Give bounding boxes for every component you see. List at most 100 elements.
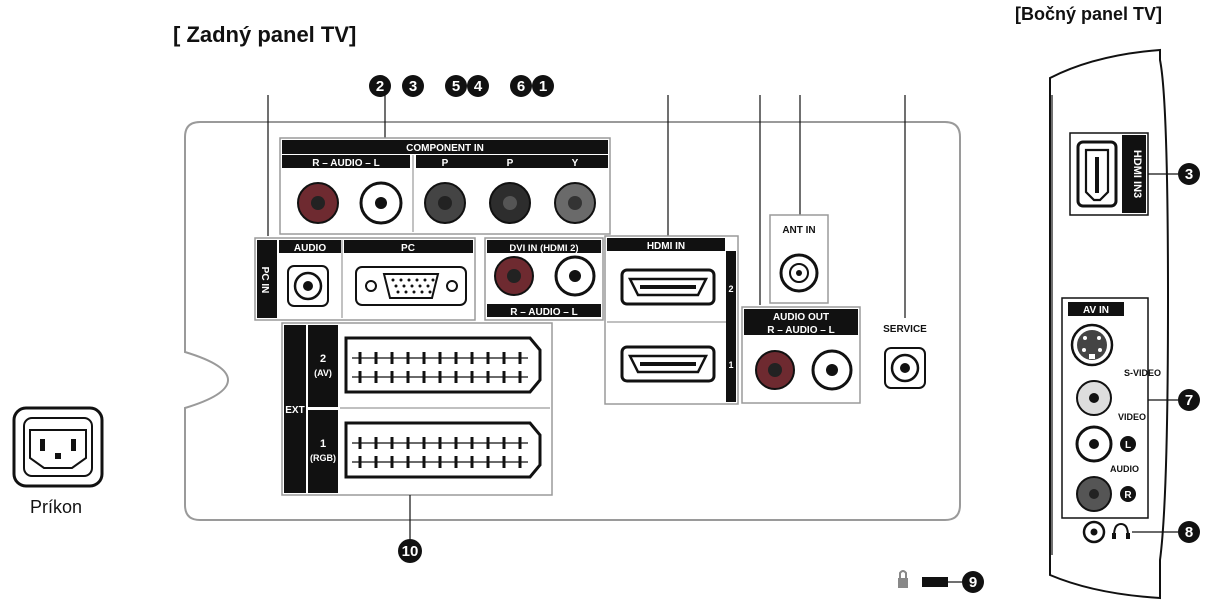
svg-text:R: R [1124,490,1132,501]
dvi-audio-r-jack[interactable] [494,256,534,296]
dvi-in-label: DVI IN (HDMI 2) [509,243,578,254]
callout-8: 8 [1178,521,1200,543]
component-in-label: COMPONENT IN [406,143,484,154]
side-video-jack[interactable] [1076,380,1112,416]
audio-out-r-jack[interactable] [755,350,795,390]
side-audio-r-jack[interactable] [1076,476,1112,512]
scart-pin [454,456,458,468]
callout-4: 4 [467,75,489,97]
scart-pin [390,352,394,364]
callout-2: 2 [369,75,391,97]
pr-label: P [507,158,514,169]
scart-pin [374,352,378,364]
callout-7: 7 [1178,389,1200,411]
audio-out-label: AUDIO OUT [773,312,829,323]
scart-pin [438,352,442,364]
scart-pin [390,456,394,468]
y-label: Y [572,158,579,169]
ext-label: EXT [285,405,304,416]
scart-pin [454,437,458,449]
svg-text:1: 1 [539,78,547,95]
side-audio-label: AUDIO [1110,464,1139,474]
hdmi-1-port[interactable] [620,345,716,383]
pc-in-label: PC IN [259,267,270,294]
scart-pin [486,456,490,468]
s-video-jack[interactable] [1070,323,1114,367]
scart-pin [390,371,394,383]
callout-5: 5 [445,75,467,97]
scart-pin [438,437,442,449]
svg-text:10: 10 [402,543,419,560]
pc-audio-label: AUDIO [294,243,326,254]
scart-pin [374,371,378,383]
scart-pin [454,352,458,364]
scart-pin [518,437,522,449]
scart-pin [502,456,506,468]
scart-pin [358,437,362,449]
scart-pin [470,352,474,364]
side-audio-r-marker: R [1120,486,1136,502]
pb-label: P [442,158,449,169]
svg-text:8: 8 [1185,524,1193,541]
scart-pin [422,437,426,449]
scart-ext1-port[interactable] [344,421,542,479]
scart-pin [406,352,410,364]
service-jack[interactable] [884,347,926,389]
ext1-sub-label: (RGB) [310,453,336,463]
scart-pin [358,371,362,383]
service-label: SERVICE [883,324,927,335]
top-leader-lines [267,95,906,318]
callout-9: 9 [962,571,984,593]
hdmi-2-port[interactable] [620,268,716,306]
component-y-jack[interactable] [554,182,596,224]
antenna-input-jack[interactable] [779,253,819,293]
headphone-icon [1112,522,1130,539]
scart-pin [502,352,506,364]
scart-pin [406,371,410,383]
scart-pin [374,456,378,468]
scart-pin [486,437,490,449]
component-audio-label: R – AUDIO – L [312,158,379,169]
scart-pin [486,352,490,364]
svg-text:L: L [1125,440,1131,451]
ext2-sub-label: (AV) [314,368,332,378]
scart-pin [470,371,474,383]
side-audio-l-jack[interactable] [1075,425,1113,463]
kensington-lock-icon [898,570,962,588]
pc-label: PC [401,243,415,254]
audio-out-l-jack[interactable] [811,349,853,391]
scart-ext2-port[interactable] [344,336,542,394]
svg-text:9: 9 [969,574,977,591]
scart-pin [438,456,442,468]
component-pb-jack[interactable] [424,182,466,224]
scart-pin [358,352,362,364]
svg-text:6: 6 [517,78,525,95]
scart-pin [454,371,458,383]
scart-pin [422,456,426,468]
headphone-jack[interactable] [1082,520,1106,544]
scart-pin [470,456,474,468]
side-audio-l-marker: L [1120,436,1136,452]
component-pr-jack[interactable] [489,182,531,224]
vga-port[interactable] [355,266,467,306]
scart-pin [518,371,522,383]
side-panel-title: [Bočný panel TV] [1015,4,1163,24]
component-audio-l-jack[interactable] [359,181,403,225]
scart-pin [422,352,426,364]
scart-pin [502,437,506,449]
scart-pin [374,437,378,449]
video-label: VIDEO [1118,412,1146,422]
svg-text:3: 3 [409,78,417,95]
svg-text:2: 2 [376,78,384,95]
callout-1: 1 [532,75,554,97]
pc-audio-jack[interactable] [287,265,329,307]
dvi-audio-l-jack[interactable] [554,255,596,297]
component-audio-r-jack[interactable] [297,182,339,224]
scart-pin [470,437,474,449]
scart-pin [518,352,522,364]
scart-pin [486,371,490,383]
svg-text:5: 5 [452,78,460,95]
side-hdmi-in3-port[interactable] [1076,140,1118,208]
hdmi-2-label: 2 [728,284,733,294]
